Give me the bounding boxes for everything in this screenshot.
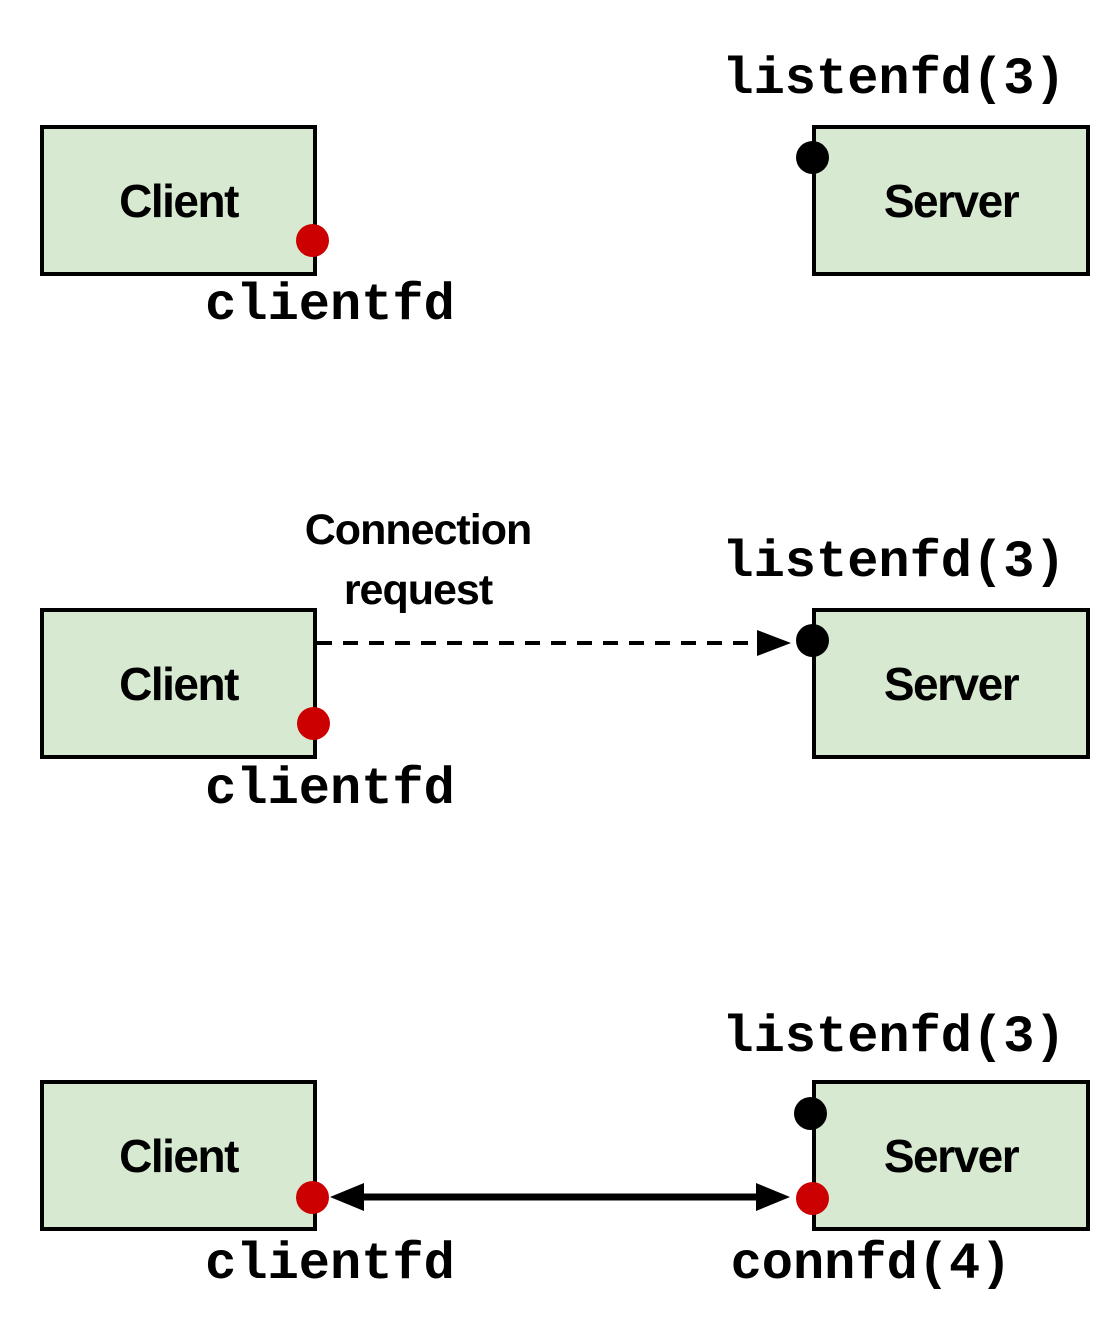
clientfd-dot-icon: [297, 707, 330, 740]
client-box: Client: [40, 125, 317, 276]
server-label: Server: [883, 174, 1020, 227]
server-label: Server: [883, 1129, 1020, 1182]
connection-request-label: Connection request: [304, 506, 532, 615]
listenfd-dot-icon: [796, 624, 829, 657]
client-label: Client: [119, 174, 239, 227]
clientfd-label: clientfd: [205, 760, 455, 819]
clientfd-label: clientfd: [205, 1235, 455, 1294]
clientfd-dot-icon: [296, 224, 329, 257]
connection-arrow: [330, 1183, 790, 1211]
connection-request-arrow: [317, 630, 791, 656]
server-box: Server: [812, 608, 1090, 759]
server-label: Server: [883, 657, 1020, 710]
server-box: Server: [812, 125, 1090, 276]
client-label: Client: [119, 657, 239, 710]
listenfd-dot-icon: [794, 1097, 827, 1130]
client-box: Client: [40, 1080, 317, 1231]
listenfd-label: listenfd(3): [722, 50, 1066, 109]
connfd-dot-icon: [796, 1182, 829, 1215]
listenfd-label: listenfd(3): [722, 1008, 1066, 1067]
server-box: Server: [812, 1080, 1090, 1231]
client-box: Client: [40, 608, 317, 759]
clientfd-dot-icon: [296, 1181, 329, 1214]
listenfd-label: listenfd(3): [722, 533, 1066, 592]
connfd-label: connfd(4): [730, 1235, 1012, 1294]
clientfd-label: clientfd: [205, 276, 455, 335]
client-label: Client: [119, 1129, 239, 1182]
listenfd-dot-icon: [796, 141, 829, 174]
